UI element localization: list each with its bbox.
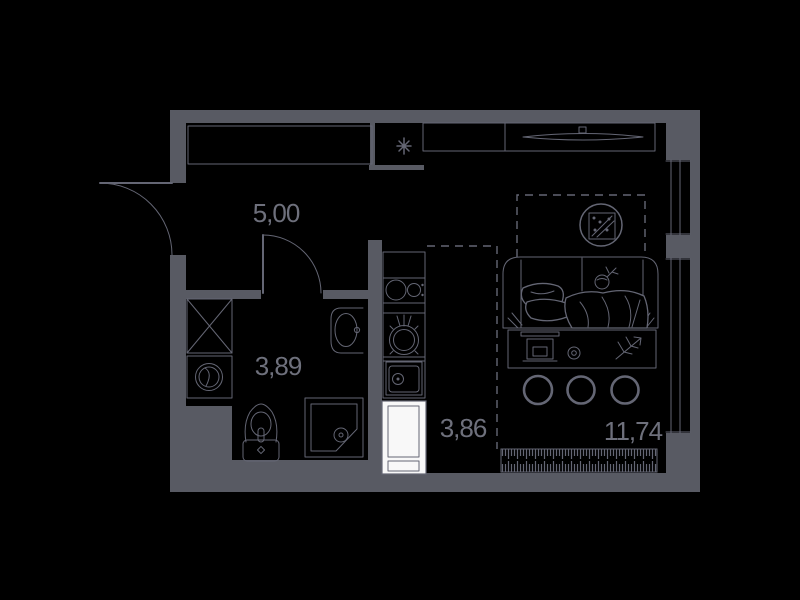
cup-icon xyxy=(567,346,581,360)
room-area-label-hallway: 5,00 xyxy=(253,198,300,228)
wall-bathroom-north-left xyxy=(186,290,261,299)
hallway-furniture xyxy=(187,125,412,165)
walls xyxy=(170,110,700,492)
pillow xyxy=(525,298,570,322)
kitchen-fixtures xyxy=(381,251,427,475)
radiator xyxy=(500,448,658,473)
kitchen-sink xyxy=(389,314,419,355)
wall-bathroom-south xyxy=(232,460,378,473)
room-area-label-bathroom: 3,89 xyxy=(255,351,302,381)
living-room-furniture xyxy=(422,122,659,473)
zone-boundaries xyxy=(427,194,646,449)
wall-corner-block xyxy=(170,406,232,473)
window-1 xyxy=(665,159,691,236)
shower-tray xyxy=(304,397,364,458)
top-cabinet xyxy=(422,122,506,152)
cooktop xyxy=(385,279,424,301)
wall-bottom xyxy=(170,473,700,492)
toilet xyxy=(242,403,280,462)
vent-asterisk-icon xyxy=(396,137,412,155)
round-table xyxy=(579,203,623,247)
refrigerator xyxy=(381,400,427,475)
stools xyxy=(522,374,640,406)
sofa-bed xyxy=(502,256,659,329)
oven xyxy=(385,361,423,396)
tray-icon xyxy=(594,266,619,290)
plant-icon xyxy=(615,336,642,360)
tv-console xyxy=(504,122,656,152)
wall-pier-top xyxy=(666,123,690,160)
wall-pier-mid xyxy=(666,235,690,258)
desk-table xyxy=(507,329,657,369)
bathroom-door xyxy=(262,234,322,294)
sleeping-zone-boundary xyxy=(516,194,646,257)
tv-icon xyxy=(522,133,644,141)
kitchen-counter xyxy=(382,251,426,399)
doors xyxy=(99,182,322,294)
wall-bathroom-north-right xyxy=(323,290,378,299)
bathroom-sink xyxy=(330,307,364,354)
washing-machine xyxy=(186,355,233,399)
windows xyxy=(665,159,691,434)
window-2 xyxy=(665,257,691,434)
room-labels: 5,00 3,89 3,86 11,74 xyxy=(253,198,664,446)
wall-kitchen-partition xyxy=(368,240,382,473)
stool xyxy=(522,374,554,406)
wall-left-upper xyxy=(170,110,186,183)
room-area-label-living-room: 11,74 xyxy=(604,416,663,446)
laptop-icon xyxy=(520,331,560,362)
stool xyxy=(566,375,596,405)
entrance-door xyxy=(99,182,173,256)
wall-top xyxy=(170,110,690,123)
room-area-label-kitchen: 3,86 xyxy=(440,413,487,443)
stool xyxy=(610,375,640,405)
wall-left-lower xyxy=(170,255,186,406)
bathroom-fixtures xyxy=(186,298,364,462)
duct-shaft-icon xyxy=(186,298,233,354)
kitchen-zone-boundary xyxy=(427,245,498,449)
wardrobe-hangers xyxy=(187,125,373,165)
wall-pier-bottom xyxy=(666,433,690,473)
blanket xyxy=(564,289,649,329)
wall-right-outer xyxy=(690,110,700,492)
